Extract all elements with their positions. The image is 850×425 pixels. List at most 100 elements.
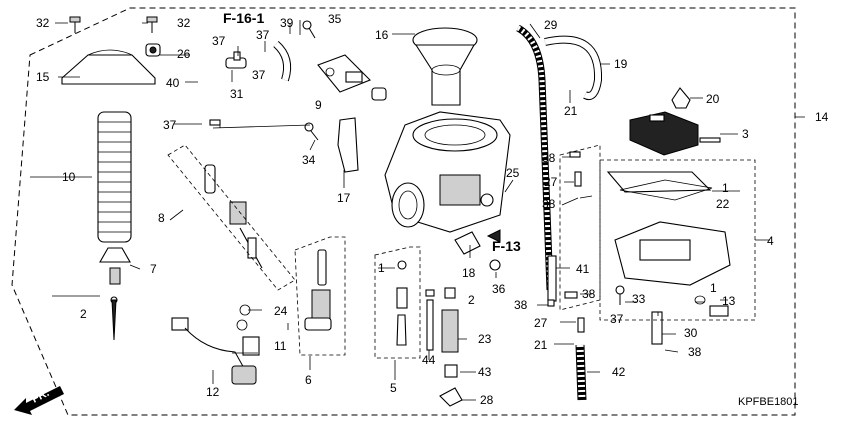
fitting-26 — [145, 43, 161, 57]
callout-4: 4 — [767, 234, 774, 248]
callout-13: 13 — [722, 294, 736, 308]
callout-7: 7 — [150, 262, 157, 276]
callout-38-c: 38 — [582, 287, 596, 301]
callout-42: 42 — [612, 365, 626, 379]
callout-37-b: 37 — [256, 28, 270, 42]
callout-23: 23 — [478, 332, 492, 346]
callout-21-top: 21 — [564, 104, 578, 118]
callout-25: 25 — [506, 166, 520, 180]
jet-needle-2 — [110, 296, 118, 341]
front-arrow-icon: FR. — [14, 386, 64, 415]
throttle-sensor-12 — [171, 304, 260, 385]
needle-jet-holder-6 — [304, 249, 332, 331]
callout-37-e: 37 — [610, 312, 624, 326]
callout-1-b: 1 — [378, 261, 385, 275]
callout-20: 20 — [706, 92, 720, 106]
callout-38-d: 38 — [514, 298, 528, 312]
cover-3 — [629, 111, 721, 156]
callout-6: 6 — [305, 373, 312, 387]
hose-42 — [575, 344, 587, 401]
callout-15: 15 — [36, 70, 50, 84]
callout-27-b: 27 — [534, 316, 548, 330]
callout-11: 11 — [274, 339, 287, 353]
callout-44: 44 — [422, 353, 436, 367]
callout-31: 31 — [230, 87, 244, 101]
callout-38-a: 38 — [542, 151, 556, 165]
callout-17: 17 — [337, 191, 351, 205]
callout-3: 3 — [742, 127, 749, 141]
valve-20 — [671, 87, 691, 109]
callout-40: 40 — [166, 76, 180, 90]
hose-40 — [202, 75, 221, 126]
cap-43 — [444, 364, 458, 378]
callout-5: 5 — [390, 381, 397, 395]
callout-37-d: 37 — [163, 118, 177, 132]
carburetor-body — [384, 111, 511, 233]
callout-32-left: 32 — [36, 16, 50, 30]
hose-30 — [651, 311, 663, 345]
hose-29 — [516, 24, 554, 291]
jet-box — [374, 246, 421, 359]
clip-38-set — [547, 151, 593, 333]
callout-35: 35 — [328, 12, 342, 26]
assembly-boundary — [11, 7, 796, 416]
f13-ref-arrow — [486, 229, 501, 243]
screw-32-left — [69, 16, 81, 33]
fitting-31 — [225, 51, 247, 69]
screw-35 — [302, 20, 316, 39]
callout-2-b: 2 — [468, 293, 475, 307]
callout-16: 16 — [375, 28, 389, 42]
callout-8: 8 — [158, 211, 165, 225]
callout-9: 9 — [315, 98, 322, 112]
callout-30: 30 — [684, 326, 698, 340]
callout-29: 29 — [544, 18, 558, 32]
callout-36: 36 — [492, 282, 506, 296]
main-jet-23 — [441, 287, 459, 353]
throttle-spring — [97, 111, 132, 243]
callout-14: 14 — [815, 110, 829, 124]
float-chamber-box — [599, 159, 756, 321]
carb-cap — [61, 49, 156, 85]
callout-37-c: 37 — [252, 68, 266, 82]
callout-19: 19 — [614, 57, 628, 71]
callout-38-b: 38 — [542, 197, 556, 211]
callout-21-bottom: 21 — [534, 338, 548, 352]
hose-41 — [547, 255, 557, 302]
bracket-17 — [337, 117, 359, 173]
callout-39: 39 — [280, 16, 294, 30]
callout-1-c: 1 — [710, 281, 717, 295]
callout-38-e: 38 — [688, 345, 702, 359]
ref-f16-1: F-16-1 — [223, 10, 264, 26]
callout-32-right: 32 — [177, 16, 191, 30]
jet-assembly-5 — [396, 260, 408, 346]
callout-26: 26 — [177, 47, 191, 61]
screw-44 — [425, 289, 435, 351]
air-funnel-16 — [412, 27, 478, 106]
callout-43: 43 — [478, 365, 492, 379]
screw-33 — [615, 285, 625, 305]
callout-37-a: 37 — [212, 34, 226, 48]
callout-41: 41 — [576, 262, 590, 276]
callout-34: 34 — [302, 153, 316, 167]
ref-f13: F-13 — [492, 238, 521, 254]
callout-12: 12 — [206, 385, 220, 399]
plate-9 — [317, 54, 387, 101]
front-label: FR. — [30, 387, 51, 406]
screw-32-right — [146, 16, 158, 33]
callout-2-a: 2 — [80, 307, 87, 321]
callout-10: 10 — [62, 170, 76, 184]
callout-24: 24 — [274, 304, 288, 318]
joint-18 — [454, 231, 501, 271]
figure-code: KPFBE1801 — [738, 396, 799, 408]
pilot-screw-assembly-8 — [204, 164, 263, 269]
callout-33: 33 — [632, 292, 646, 306]
callout-18: 18 — [462, 266, 476, 280]
callout-27-a: 27 — [544, 175, 558, 189]
hose-19 — [544, 35, 603, 100]
float-bowl-gasket-22 — [619, 179, 713, 201]
clamp-28 — [439, 387, 463, 407]
callout-28: 28 — [480, 393, 494, 407]
hose-39 — [273, 40, 292, 82]
joint-box — [559, 144, 601, 311]
